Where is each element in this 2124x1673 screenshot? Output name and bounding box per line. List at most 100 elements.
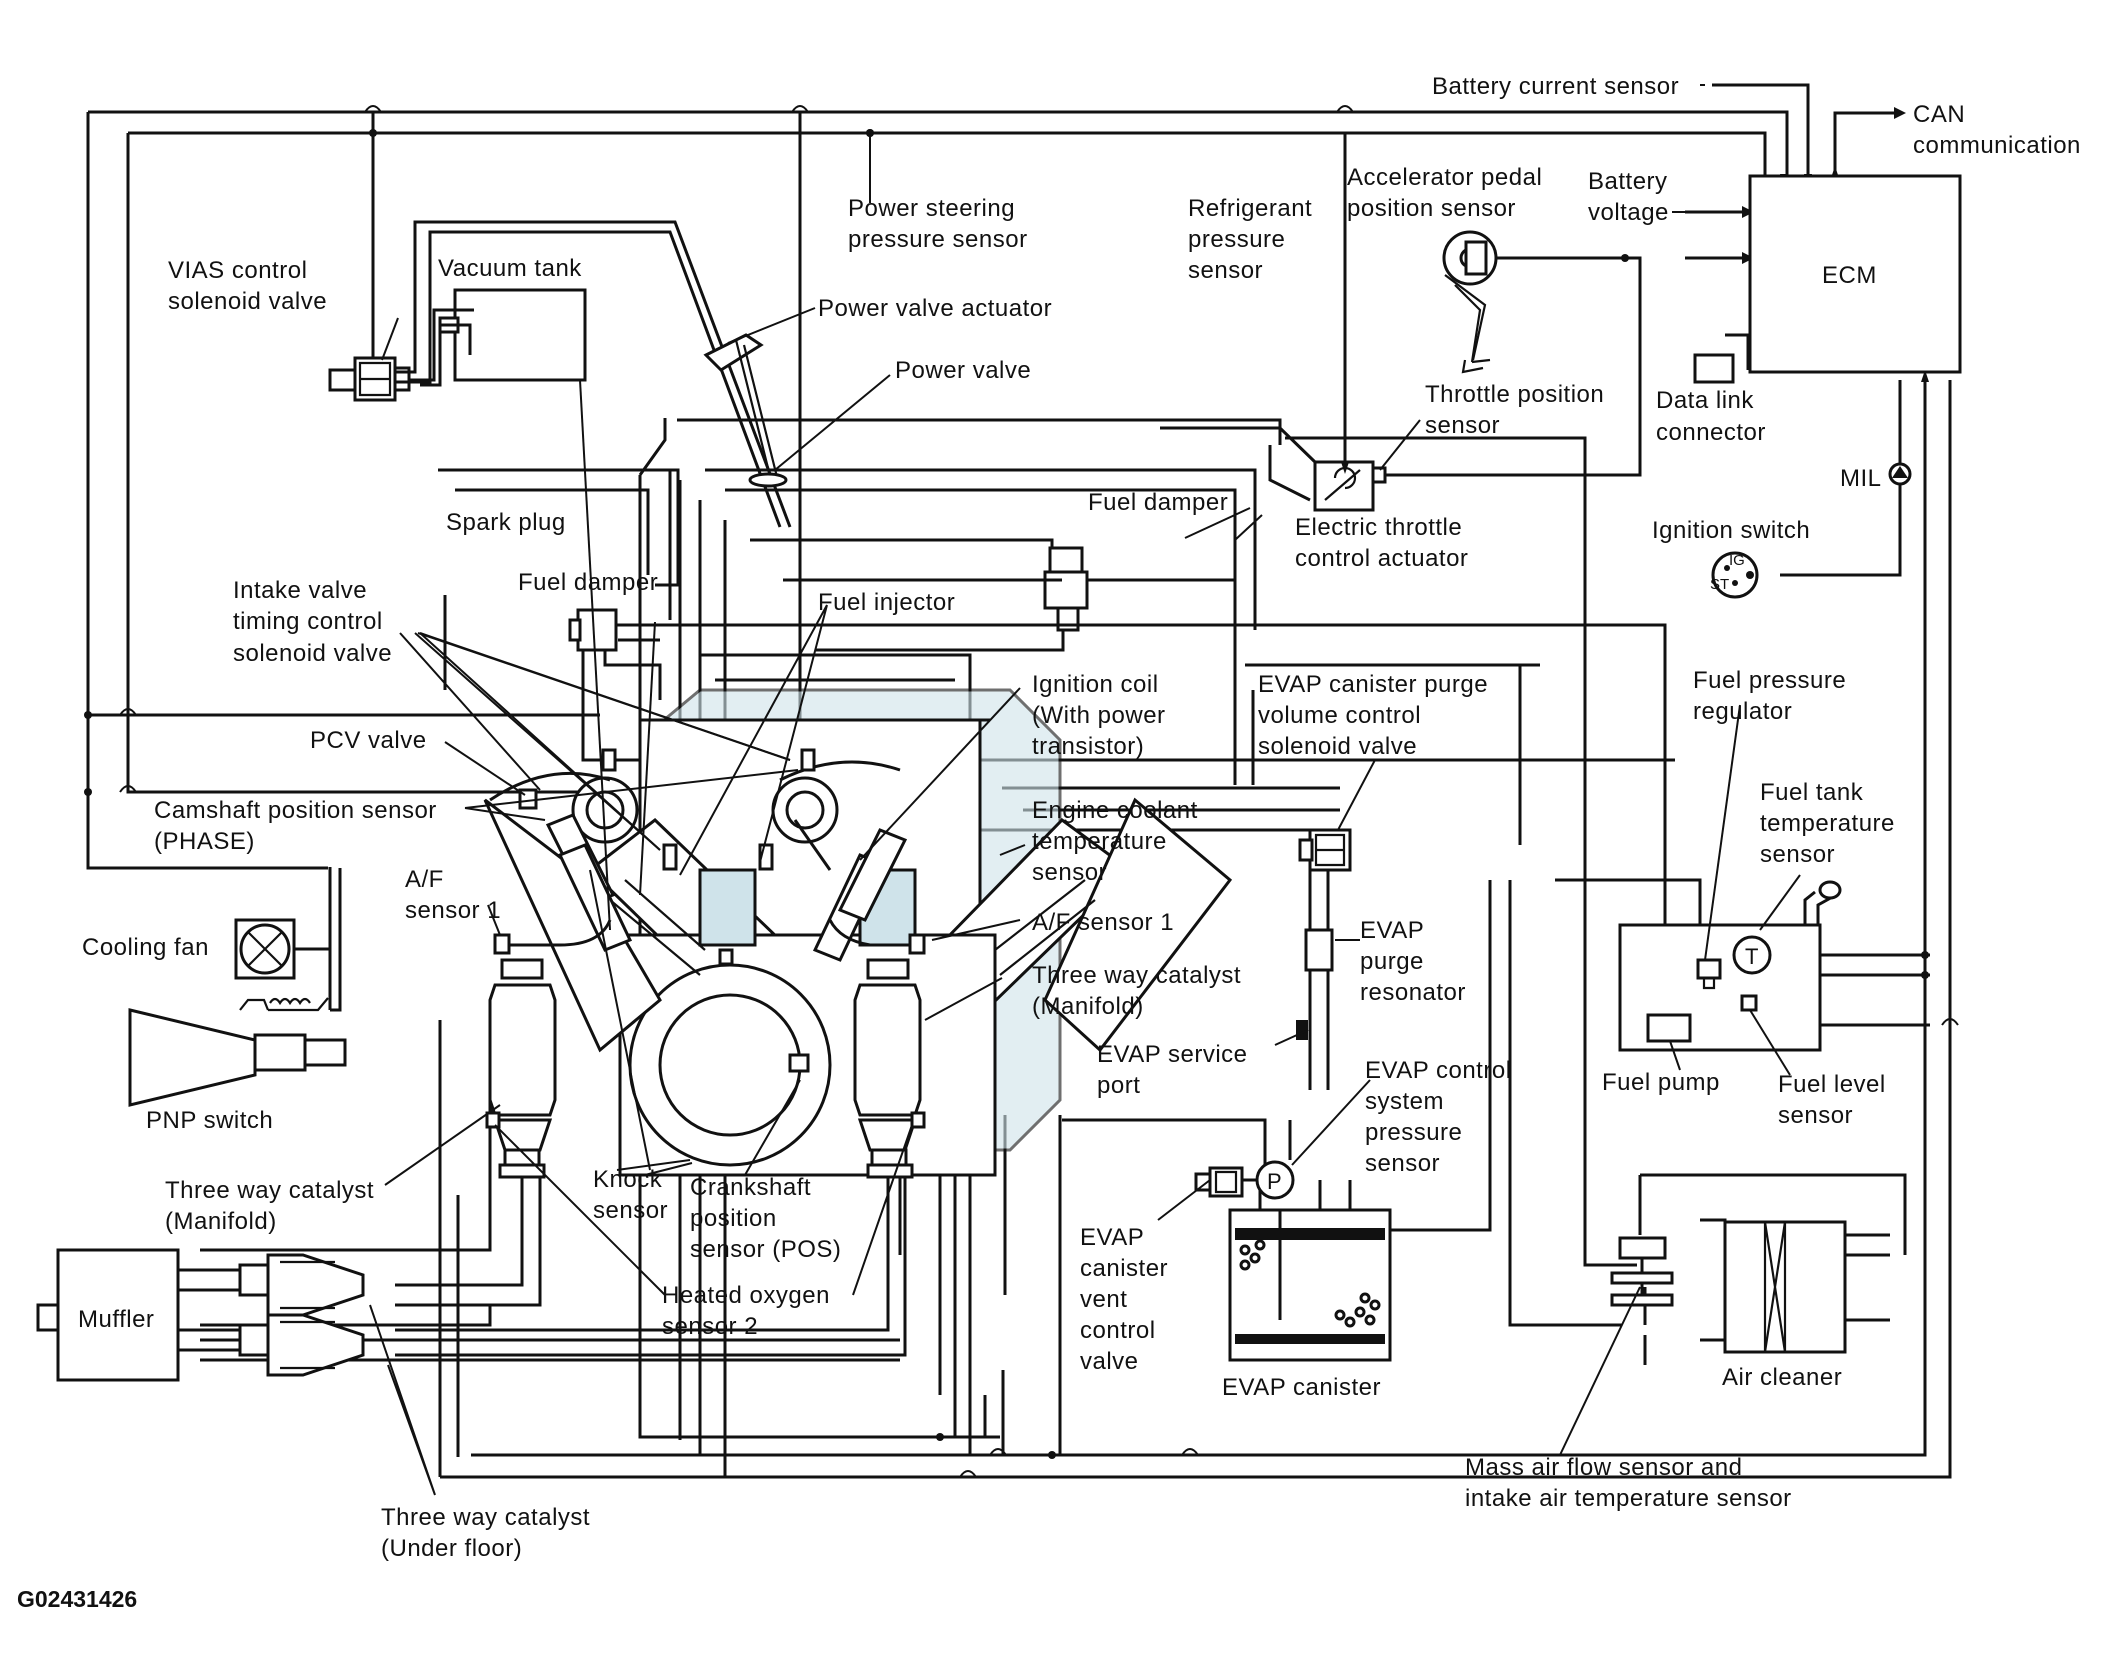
label-evap-cps-4: sensor [1365,1150,1440,1177]
label-ign-coil-3: transistor) [1032,733,1144,760]
label-twc-manifold-r-2: (Manifold) [1032,993,1144,1020]
label-etc-1: Electric throttle [1295,514,1462,541]
air-cleaner [1700,1218,1890,1354]
label-accel-1: Accelerator pedal [1347,164,1542,191]
carbon-beads [1239,1239,1381,1328]
wire-crossings [119,105,1959,1478]
label-evap-cps-1: EVAP control [1365,1057,1512,1084]
label-refrig-2: pressure [1188,226,1285,253]
temp-sensor-symbol: T [1745,944,1758,969]
label-ect-3: sensor [1032,859,1107,886]
label-evap-purge-1: EVAP canister purge [1258,671,1488,698]
label-evap-purge-2: volume control [1258,702,1421,729]
label-battery-1: Battery [1588,168,1668,195]
label-power-valve: Power valve [895,357,1031,384]
label-fuel-injector: Fuel injector [818,589,955,616]
label-fpr-1: Fuel pressure [1693,667,1846,694]
label-ect-2: temperature [1032,828,1167,855]
pnp-switch [128,868,347,1107]
label-ect-1: Engine coolant [1032,797,1198,824]
label-af-right: A/F sensor 1 [1032,909,1174,936]
label-knock-2: sensor [593,1197,668,1224]
label-cmp-2: (PHASE) [154,828,255,855]
label-af-left-2: sensor 1 [405,897,501,924]
label-power-valve-actuator: Power valve actuator [818,295,1052,322]
label-fpr-2: regulator [1693,698,1792,725]
af-sensor-left [493,919,612,955]
label-vacuum-tank: Vacuum tank [438,255,582,282]
evap-control-pressure-sensor: P [1255,1160,1295,1200]
label-dlc-1: Data link [1656,387,1754,414]
label-evap-cps-2: system [1365,1088,1444,1115]
exhaust-pipes [178,1177,907,1357]
label-refrig-3: sensor [1188,257,1263,284]
label-evap-res-2: purge [1360,948,1424,975]
label-etc-2: control actuator [1295,545,1468,572]
label-mil: MIL [1840,465,1882,492]
evap-purge-resonator [1304,870,1334,1090]
ignition-switch: IG ST [1710,551,1759,599]
label-tps-1: Throttle position [1425,381,1604,408]
label-knock-1: Knock [593,1166,663,1193]
label-battery-2: voltage [1588,199,1669,226]
fuel-damper-upper [1043,546,1089,632]
label-evap-port-1: EVAP service [1097,1041,1248,1068]
label-ivtc-1: Intake valve [233,577,367,604]
label-twc-manifold-l-2: (Manifold) [165,1208,277,1235]
label-evap-vent-4: control [1080,1317,1156,1344]
label-maf-2: intake air temperature sensor [1465,1485,1792,1512]
fuel-level-sensor-part [1740,994,1758,1012]
label-evap-purge-3: solenoid valve [1258,733,1417,760]
mil-lamp [1888,462,1912,486]
label-twc-floor-1: Three way catalyst [381,1504,590,1531]
label-ps-2: pressure sensor [848,226,1028,253]
label-ivtc-3: solenoid valve [233,640,392,667]
ignition-st-symbol: ST [1710,576,1729,593]
label-ign-coil-1: Ignition coil [1032,671,1159,698]
label-ckp-1: Crankshaft [690,1174,811,1201]
label-pnp-switch: PNP switch [146,1107,273,1134]
label-ign-switch: Ignition switch [1652,517,1810,544]
label-can-2: communication [1913,132,2081,159]
label-vias-2: solenoid valve [168,288,327,315]
fuel-pressure-regulator-part [1696,958,1722,990]
label-vias-1: VIAS control [168,257,307,284]
pressure-sensor-symbol: P [1267,1169,1282,1194]
text-labels: Battery current sensor CAN communication… [17,73,2081,1612]
label-ftt-3: sensor [1760,841,1835,868]
cooling-fan [234,868,332,980]
label-evap-vent-2: canister [1080,1255,1168,1282]
label-fuel-damper-2: Fuel damper [518,569,658,596]
label-fuel-level-2: sensor [1778,1102,1853,1129]
label-ps-1: Power steering [848,195,1015,222]
label-muffler: Muffler [78,1306,154,1333]
label-evap-res-3: resonator [1360,979,1466,1006]
label-evap-vent-1: EVAP [1080,1224,1144,1251]
vias-solenoid-valve [328,356,411,402]
label-refrig-1: Refrigerant [1188,195,1312,222]
evap-canister [1225,1178,1392,1362]
label-ivtc-2: timing control [233,608,383,635]
label-fuel-damper-1: Fuel damper [1088,489,1228,516]
figure-id: G02431426 [17,1586,137,1612]
label-af-left-1: A/F [405,866,444,893]
label-evap-port-2: port [1097,1072,1140,1099]
label-accel-2: position sensor [1347,195,1516,222]
knock-sensor [718,948,734,966]
label-fuel-pump: Fuel pump [1602,1069,1720,1096]
ignition-ig-symbol: IG [1729,552,1745,569]
accelerator-pedal-sensor [1442,230,1498,374]
label-ckp-3: sensor (POS) [690,1236,841,1263]
vacuum-tank [438,288,587,382]
ecm-module: ECM [1693,174,1962,384]
label-evap-cps-3: pressure [1365,1119,1462,1146]
mass-air-flow-sensor [1610,1236,1674,1307]
label-can-1: CAN [1913,101,1965,128]
label-pcv-valve: PCV valve [310,727,427,754]
label-evap-res-1: EVAP [1360,917,1424,944]
three-way-catalyst-manifold-left [485,958,557,1179]
label-fuel-level-1: Fuel level [1778,1071,1886,1098]
label-evap-canister: EVAP canister [1222,1374,1381,1401]
evap-vent-control-valve [1194,1166,1244,1198]
